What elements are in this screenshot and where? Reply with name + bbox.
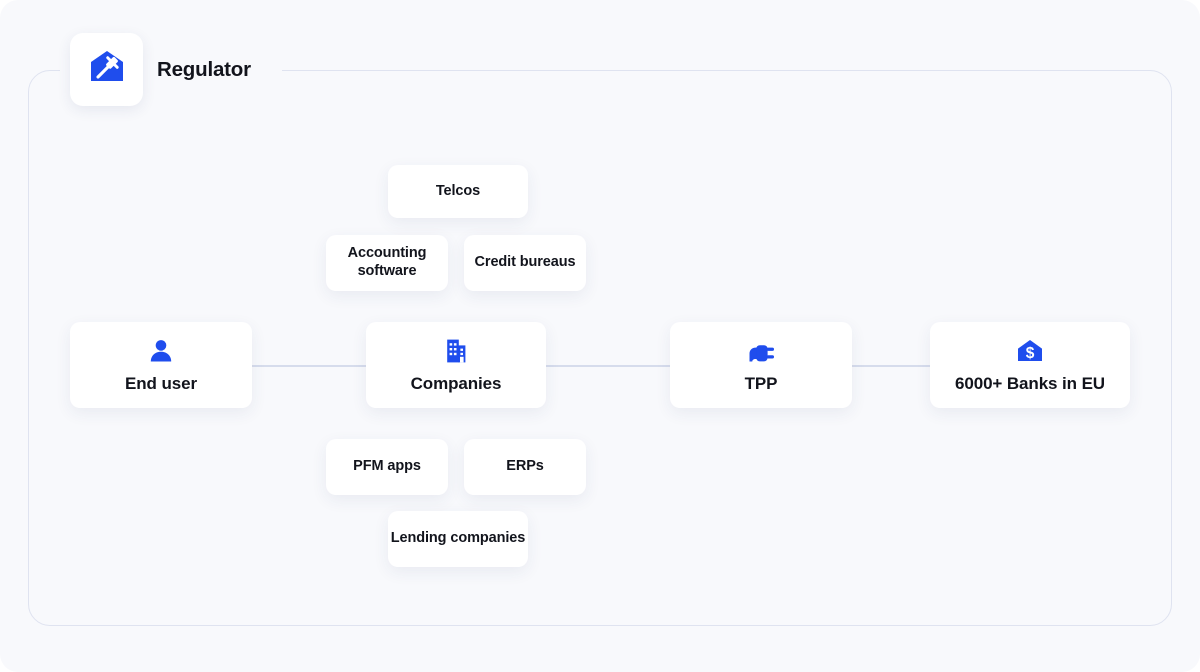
- node-credit-bureaus[interactable]: Credit bureaus: [464, 235, 586, 291]
- node-label: 6000+ Banks in EU: [955, 373, 1105, 393]
- office-building-icon: [442, 336, 470, 366]
- person-icon: [147, 336, 175, 366]
- node-label: TPP: [744, 373, 778, 393]
- connector-enduser-companies: [244, 365, 376, 367]
- node-lending-companies[interactable]: Lending companies: [388, 511, 528, 567]
- node-telcos[interactable]: Telcos: [388, 165, 528, 218]
- node-label: ERPs: [506, 458, 544, 475]
- node-label: PFM apps: [353, 458, 421, 475]
- node-end-user[interactable]: End user: [70, 322, 252, 408]
- regulator-badge: Regulator: [70, 33, 251, 106]
- node-label: Telcos: [435, 182, 481, 199]
- node-accounting-software[interactable]: Accounting software: [326, 235, 448, 291]
- node-companies[interactable]: Companies: [366, 322, 546, 408]
- connector-companies-tpp: [540, 365, 680, 367]
- svg-text:$: $: [1026, 345, 1035, 362]
- node-label: Lending companies: [390, 530, 526, 547]
- node-label: End user: [125, 373, 197, 393]
- node-label: Accounting software: [347, 245, 427, 279]
- regulator-perimeter-frame: [28, 70, 1172, 626]
- node-label: Companies: [410, 373, 502, 393]
- node-label: Credit bureaus: [474, 254, 576, 271]
- power-plug-icon: [746, 336, 776, 366]
- regulator-label: Regulator: [157, 57, 251, 81]
- node-tpp[interactable]: TPP: [670, 322, 852, 408]
- connector-tpp-banks: [845, 365, 940, 367]
- bank-dollar-icon: $: [1016, 336, 1044, 366]
- node-banks[interactable]: $ 6000+ Banks in EU: [930, 322, 1130, 408]
- node-erps[interactable]: ERPs: [464, 439, 586, 495]
- node-pfm-apps[interactable]: PFM apps: [326, 439, 448, 495]
- regulator-icon-container: [70, 33, 143, 106]
- courthouse-gavel-icon: [87, 47, 127, 92]
